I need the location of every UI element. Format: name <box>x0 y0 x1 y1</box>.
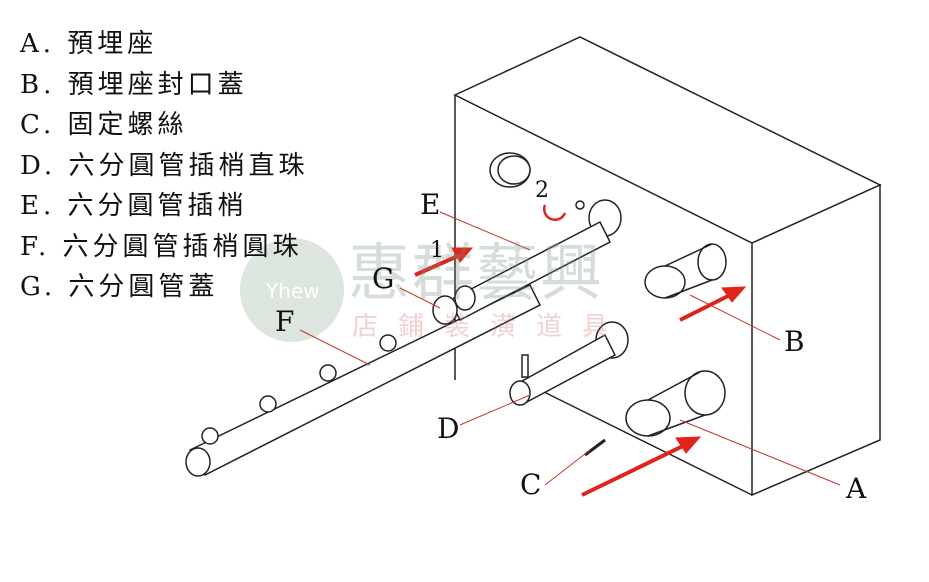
label-b: B <box>784 325 805 358</box>
watermark-subtext: 店鋪裝潢道具 <box>352 312 629 342</box>
leader-lines <box>299 211 841 486</box>
watermark-logo: Yhew <box>240 238 344 342</box>
wall-box <box>453 36 882 497</box>
step-1-label: 1 <box>430 238 444 263</box>
parts-legend: A. 預埋座 B. 預埋座封口蓋 C. 固定螺絲 D. 六分圓管插梢直珠 E. … <box>20 24 308 308</box>
watermark-text: 惠群藝興 <box>348 236 605 309</box>
step-2-label: 2 <box>535 178 549 203</box>
insert-arrows <box>414 204 747 497</box>
legend-item-a: A. 預埋座 <box>20 29 158 59</box>
label-e: E <box>420 188 441 221</box>
legend-item-b: B. 預埋座封口蓋 <box>20 69 248 100</box>
legend-item-d: D. 六分圓管插梢直珠 <box>20 150 309 181</box>
legend-item-e: E. 六分圓管插梢 <box>20 191 248 221</box>
legend-item-f: F. 六分圓管插梢圓珠 <box>20 231 303 262</box>
legend-item-g: G. 六分圓管蓋 <box>20 272 219 302</box>
face-parts <box>489 152 727 437</box>
legend-item-c: C. 固定螺絲 <box>20 110 188 140</box>
pipes <box>185 200 616 477</box>
label-a: A <box>846 472 867 505</box>
label-d: D <box>437 412 460 445</box>
label-f: F <box>275 305 295 338</box>
label-c: C <box>520 468 542 501</box>
label-g: G <box>372 262 395 295</box>
svg-text:Yhew: Yhew <box>265 279 320 303</box>
